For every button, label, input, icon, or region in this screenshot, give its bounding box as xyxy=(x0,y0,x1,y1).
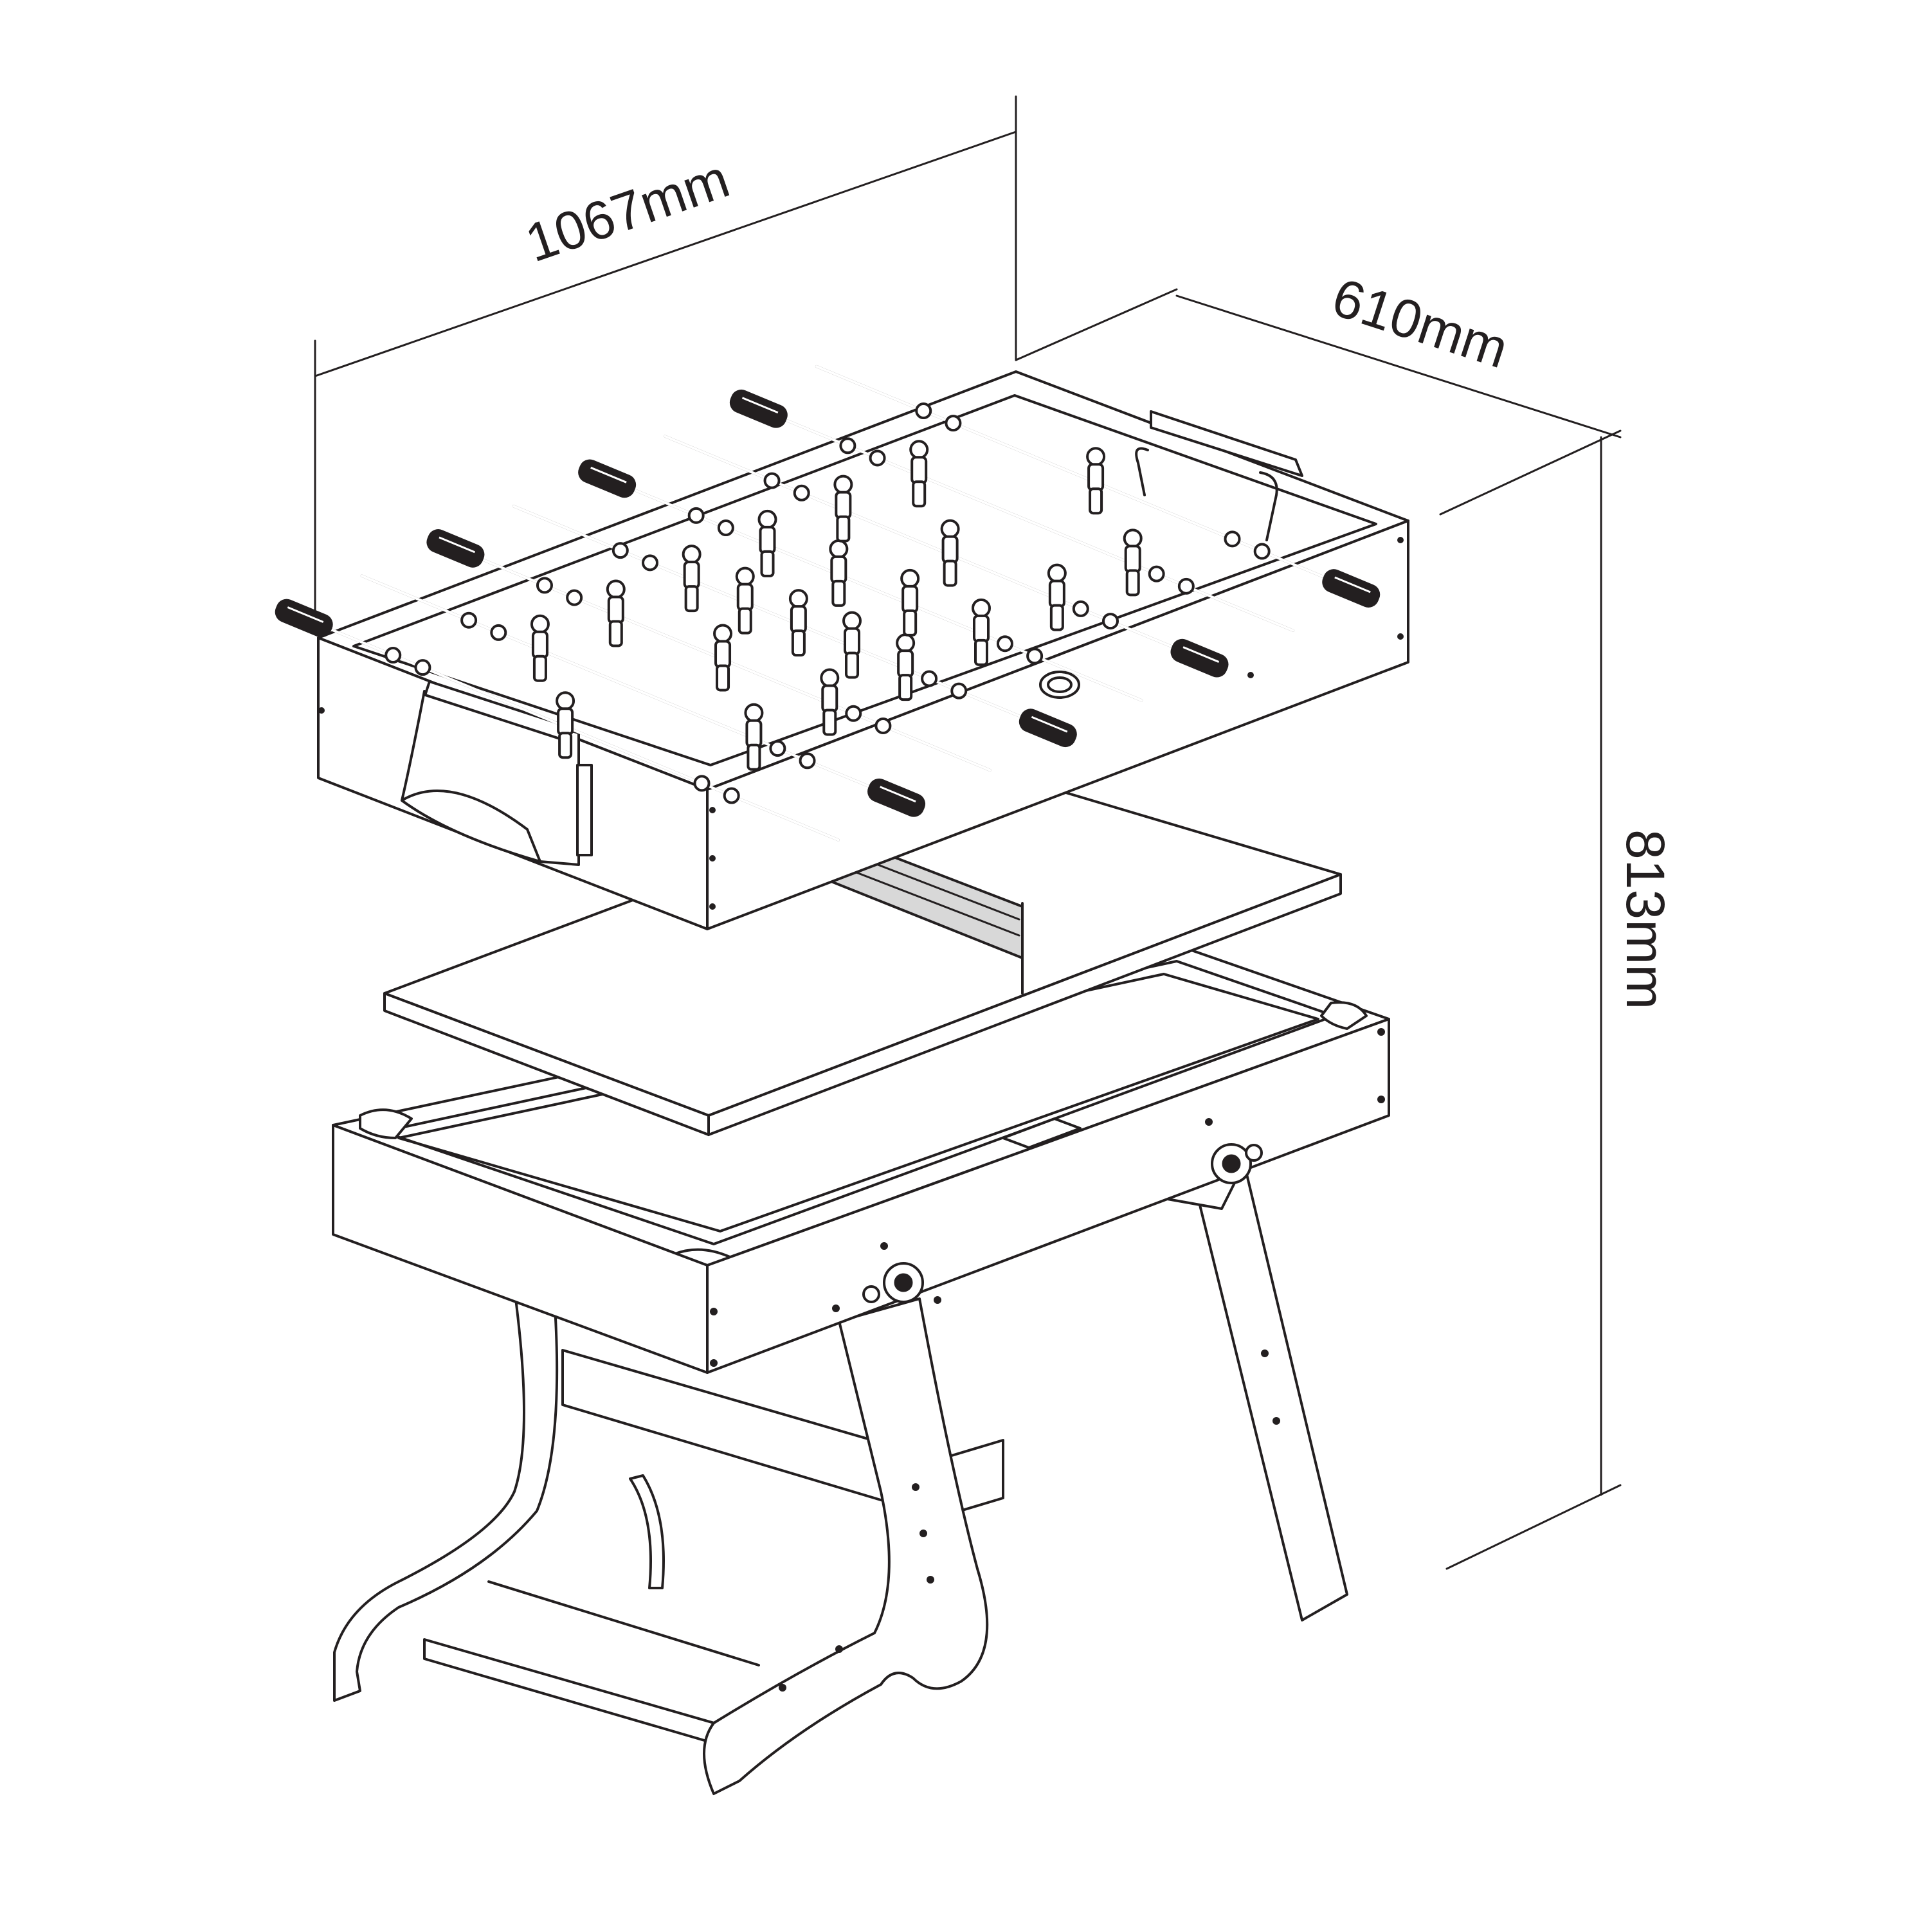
foosball-rod[interactable] xyxy=(360,574,927,819)
knob-icon xyxy=(1211,1143,1263,1184)
foosball-rods xyxy=(273,365,1382,842)
rear-leg xyxy=(1195,1162,1348,1621)
rod-handle-icon[interactable] xyxy=(273,597,335,640)
foosball-rod[interactable] xyxy=(424,527,992,772)
foosball-player-icon xyxy=(940,519,960,587)
rod-handle-icon[interactable] xyxy=(728,388,790,430)
rod-handle-icon[interactable] xyxy=(865,777,927,819)
foosball-rod[interactable] xyxy=(273,597,840,842)
foosball-player-icon xyxy=(682,545,702,613)
score-counter-icon xyxy=(1150,410,1303,477)
foosball-rod[interactable] xyxy=(576,457,1143,702)
foosball-player-icon xyxy=(896,633,916,701)
foosball-player-icon xyxy=(757,509,777,577)
foosball-player-icon xyxy=(713,624,733,692)
dimension-lines xyxy=(314,95,1622,1570)
width-dimension-line xyxy=(1175,294,1622,438)
rod-handle-icon[interactable] xyxy=(424,527,486,570)
foosball-rod[interactable] xyxy=(512,505,1079,749)
foosball-rod[interactable] xyxy=(815,365,1382,609)
foosball-player-icon xyxy=(820,668,840,736)
foosball-player-icon xyxy=(971,598,991,666)
foosball-player-icon xyxy=(606,579,626,647)
foosball-player-icon xyxy=(1047,563,1067,631)
foosball-player-icon xyxy=(833,474,853,543)
foosball-rod[interactable] xyxy=(728,388,1295,632)
goal-hole-icon xyxy=(1039,671,1080,699)
foosball-rod[interactable] xyxy=(664,435,1230,680)
length-label: 1067mm xyxy=(518,148,737,273)
foosball-player-icon xyxy=(744,703,764,771)
foosball-player-icon xyxy=(735,566,755,635)
foosball-player-icon xyxy=(1123,528,1143,597)
rod-handle-icon[interactable] xyxy=(1320,567,1382,609)
foosball-player-icon xyxy=(788,589,808,657)
rod-handle-icon[interactable] xyxy=(1017,707,1079,749)
foosball-player-icon xyxy=(530,614,550,682)
height-label: 813mm xyxy=(1615,829,1676,1009)
foosball-player-icon xyxy=(829,539,849,607)
foosball-player-icon xyxy=(842,611,862,679)
front-left-leg xyxy=(333,1278,559,1702)
length-dimension-line xyxy=(314,131,1017,377)
foosball-player-icon xyxy=(909,440,929,508)
foosball-player-icon xyxy=(900,568,920,636)
foosball-player-icon xyxy=(556,691,575,759)
width-label: 610mm xyxy=(1325,266,1515,379)
foosball-player-icon xyxy=(1086,447,1106,515)
rod-handle-icon[interactable] xyxy=(1168,637,1230,680)
front-right-leg xyxy=(703,1297,989,1795)
knob-icon xyxy=(862,1262,924,1303)
rod-handle-icon[interactable] xyxy=(576,457,638,500)
pool-side-face xyxy=(706,1018,1390,1374)
table-tennis-top xyxy=(383,767,1342,1136)
pool-table-base xyxy=(332,944,1390,1374)
